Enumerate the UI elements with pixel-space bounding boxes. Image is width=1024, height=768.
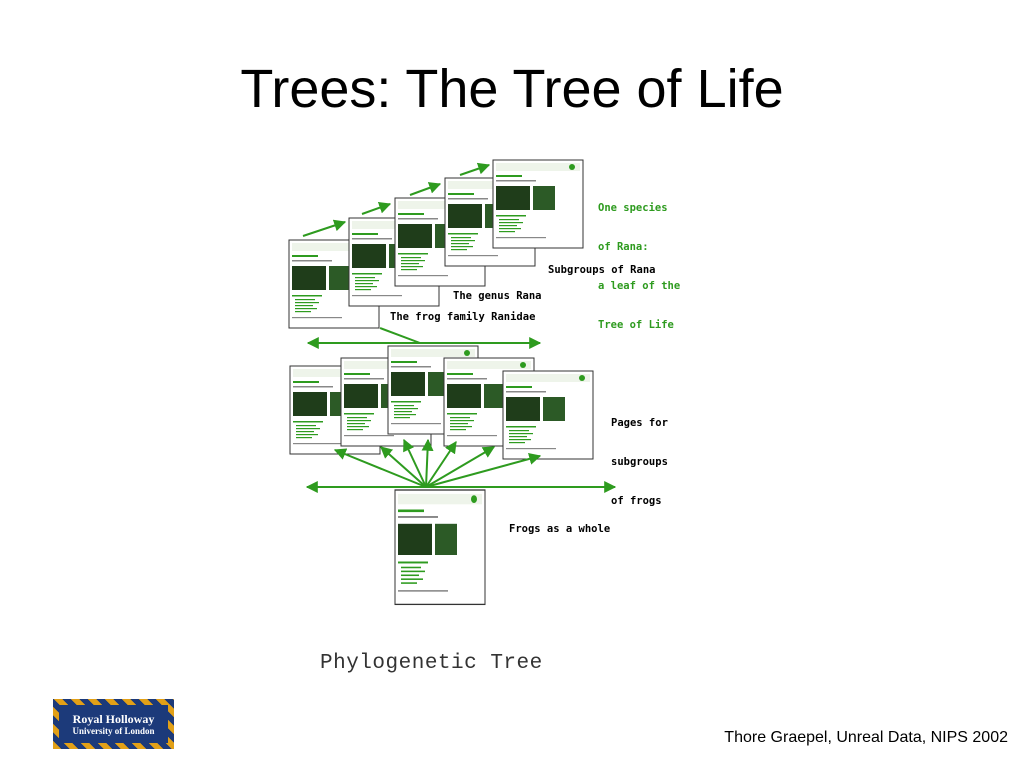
arrow-fan-2 xyxy=(380,446,427,488)
arrow-top-2 xyxy=(361,201,392,215)
arrow-fan-1 xyxy=(333,448,427,488)
university-logo: Royal Holloway University of London xyxy=(53,699,174,749)
slide-title: Trees: The Tree of Life xyxy=(240,59,784,119)
label-genus-rana: The genus Rana xyxy=(453,290,542,302)
label-subgroups-rana: Subgroups of Rana xyxy=(548,264,656,276)
arrow-fan-7 xyxy=(425,453,542,488)
arrow-top-4 xyxy=(459,162,491,176)
label-frogs-whole: Frogs as a whole xyxy=(509,523,611,535)
arrow-fan-4 xyxy=(421,438,434,488)
arrow-fan-5 xyxy=(425,441,457,488)
page-subgroup-5 xyxy=(502,370,594,460)
arrow-fan-6 xyxy=(425,446,496,488)
logo-line-2: University of London xyxy=(72,725,155,736)
label-pages-subgroups: Pages for subgroups of frogs xyxy=(611,417,668,507)
page-frogs-whole xyxy=(394,489,486,606)
logo-line-1: Royal Holloway xyxy=(72,711,155,726)
arrow-top-1 xyxy=(302,219,347,237)
slide-footer: Thore Graepel, Unreal Data, NIPS 2002 xyxy=(724,729,1008,746)
label-frog-family: The frog family Ranidae xyxy=(390,311,536,323)
page-rana-species xyxy=(492,159,584,249)
arrow-fan-3 xyxy=(403,438,427,488)
arrow-top-3 xyxy=(409,182,442,196)
label-species: One species of Rana: a leaf of the Tree … xyxy=(598,202,681,331)
diagram-caption: Phylogenetic Tree xyxy=(320,652,543,675)
